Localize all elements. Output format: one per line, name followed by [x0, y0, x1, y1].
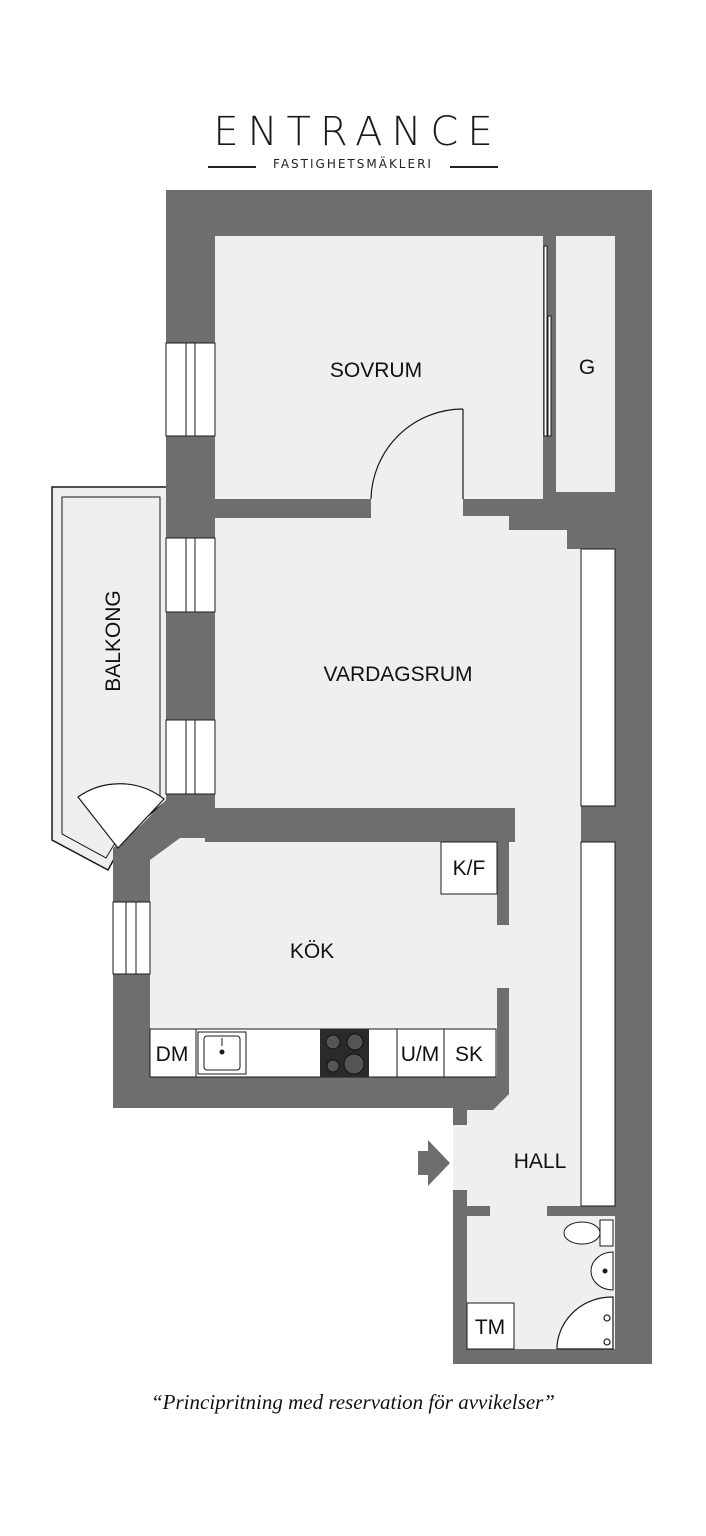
disclaimer: “Principritning med reservation för avvi… — [150, 1390, 555, 1414]
living-room-label: VARDAGSRUM — [324, 663, 473, 686]
bedroom-floor — [215, 236, 543, 499]
wardrobe-floor — [556, 236, 615, 492]
fridge-label: K/F — [453, 857, 486, 880]
hall-label: HALL — [514, 1150, 567, 1173]
bedroom-label: SOVRUM — [330, 359, 422, 382]
washing-machine-box — [466, 1302, 515, 1350]
washing-machine-label: TM — [475, 1316, 505, 1339]
sink-icon — [197, 1031, 247, 1075]
wardrobe-label: G — [579, 356, 595, 379]
brand-name: ENTRANCE — [213, 109, 502, 155]
windows — [112, 342, 216, 975]
bedroom-door — [370, 408, 464, 500]
wardrobe-doors — [543, 236, 556, 499]
fridge-box — [440, 841, 498, 895]
counter-dividers — [195, 1029, 445, 1077]
tagline-rule-left — [208, 166, 256, 168]
balcony-label: BALKONG — [102, 590, 125, 692]
shower-icon — [556, 1296, 614, 1350]
brand-tagline-row: FASTIGHETSMÄKLERI — [208, 157, 498, 177]
stove-icon — [320, 1029, 369, 1077]
dishwasher-label: DM — [156, 1043, 189, 1066]
cabinet-label: SK — [455, 1043, 483, 1066]
oven-microwave-label: U/M — [401, 1043, 440, 1066]
brand-tagline: FASTIGHETSMÄKLERI — [273, 157, 433, 171]
brand-logo: ENTRANCE — [0, 108, 706, 156]
kitchen-floor — [150, 838, 497, 1077]
toilet-icon — [563, 1219, 614, 1247]
tagline-rule-right — [450, 166, 498, 168]
kitchen-label: KÖK — [290, 940, 334, 963]
balcony-door — [77, 783, 165, 849]
washbasin-icon — [590, 1251, 614, 1291]
living-floor — [215, 499, 581, 1216]
entrance-arrow-icon — [418, 1140, 450, 1186]
